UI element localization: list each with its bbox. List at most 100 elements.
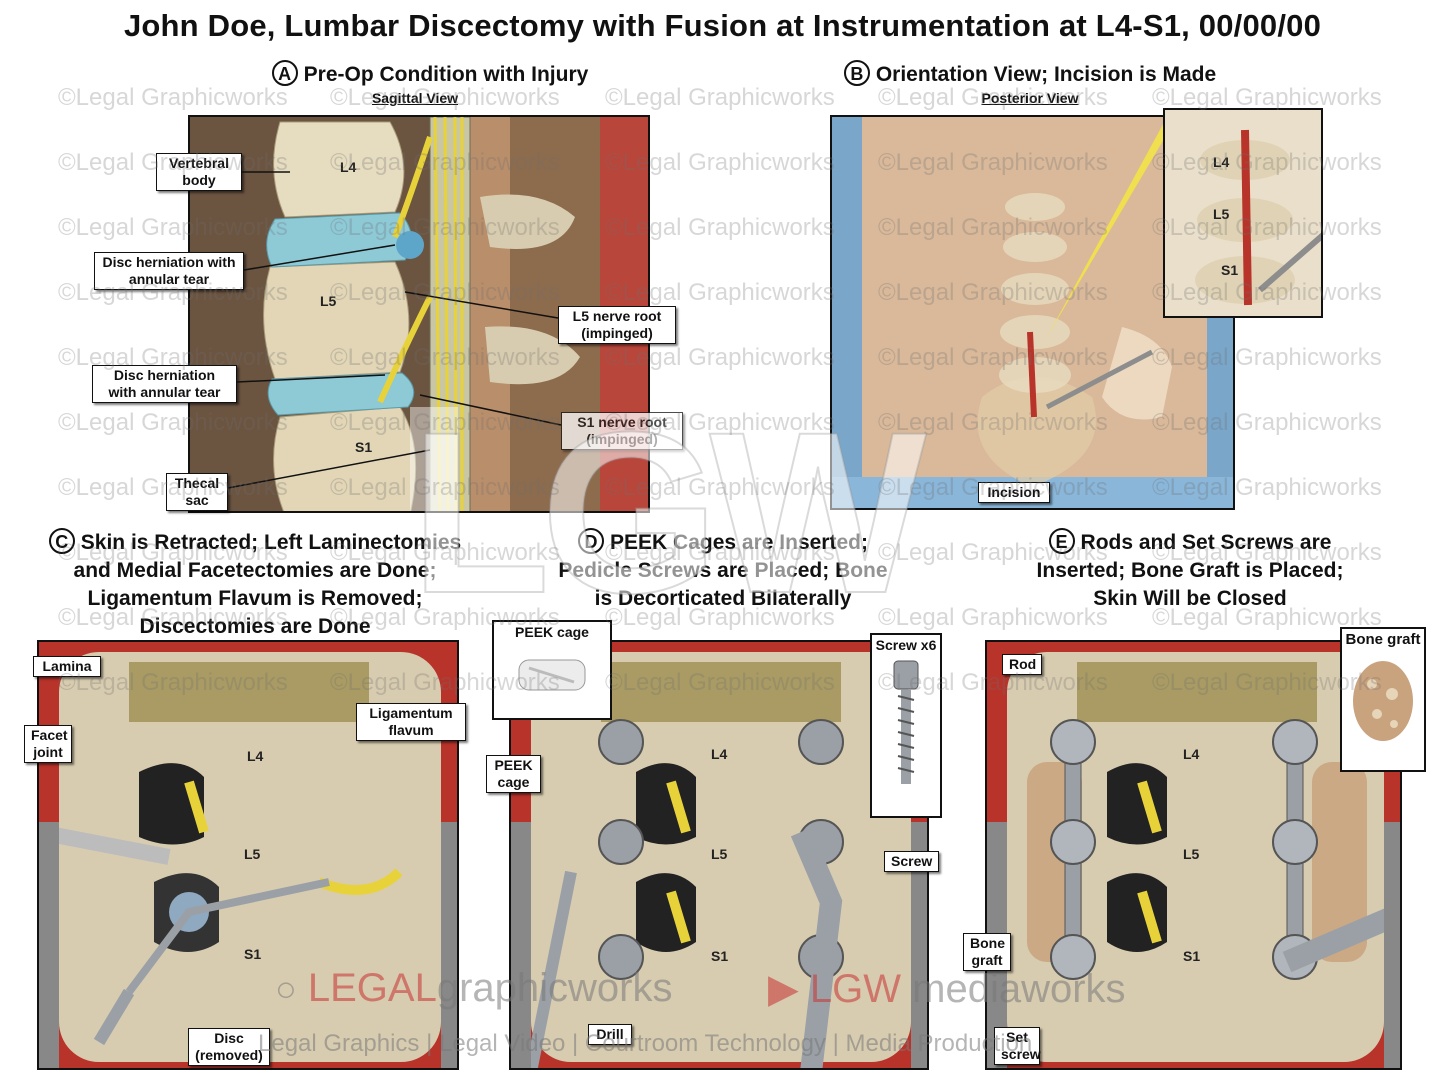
panel-e-letter: E <box>1048 528 1075 554</box>
e-level-l5: L5 <box>1183 846 1200 862</box>
watermark-text: ©Legal Graphicworks <box>878 149 1108 176</box>
label-peek-cage: PEEK cage <box>486 755 541 793</box>
logo-magnifier-icon: ○ <box>275 968 297 1009</box>
watermark-text: ©Legal Graphicworks <box>330 279 560 306</box>
panel-e-heading-line1: Rods and Set Screws are <box>1080 531 1332 554</box>
watermark-text: ©Legal Graphicworks <box>58 279 288 306</box>
watermark-text: ©Legal Graphicworks <box>330 84 560 111</box>
watermark-text: ©Legal Graphicworks <box>878 344 1108 371</box>
panel-a-heading-text: Pre-Op Condition with Injury <box>303 63 589 86</box>
peek-cage-icon <box>518 659 586 691</box>
panel-a-subheading: Sagittal View <box>371 90 459 106</box>
label-disc-herniation-lower: Disc herniation with annular tear <box>92 365 237 403</box>
watermark-text: ©Legal Graphicworks <box>58 84 288 111</box>
watermark-text: ©Legal Graphicworks <box>878 279 1108 306</box>
watermark-text: ©Legal Graphicworks <box>878 539 1108 566</box>
label-ligamentum-flavum: Ligamentum flavum <box>356 703 466 741</box>
panel-d-surgical-illustration: L4 L5 S1 <box>509 640 929 1070</box>
watermark-text: ©Legal Graphicworks <box>58 149 288 176</box>
panel-d-heading-line1: PEEK Cages are Inserted; <box>610 531 868 554</box>
watermark-text: ©Legal Graphicworks <box>605 149 835 176</box>
panel-c-heading-line3: Ligamentum Flavum is Removed; <box>87 587 423 610</box>
footer-logo-legal-graphicworks: ○ LEGALgraphicworks <box>275 966 673 1011</box>
watermark-text: ©Legal Graphicworks <box>878 669 1108 696</box>
incision-zoom-drawing <box>1165 110 1321 316</box>
panel-d-letter: D <box>578 528 605 554</box>
watermark-text: ©Legal Graphicworks <box>330 474 560 501</box>
watermark-text: ©Legal Graphicworks <box>58 669 288 696</box>
watermark-text: ©Legal Graphicworks <box>58 344 288 371</box>
label-facet-joint: Facet joint <box>24 725 72 763</box>
logo-mediaworks-text: mediaworks <box>912 967 1126 1011</box>
watermark-text: ©Legal Graphicworks <box>330 214 560 241</box>
label-disc-herniation-upper: Disc herniation with annular tear <box>94 252 244 290</box>
watermark-text: ©Legal Graphicworks <box>1152 279 1382 306</box>
watermark-text: ©Legal Graphicworks <box>330 409 560 436</box>
watermark-text: ©Legal Graphicworks <box>1152 669 1382 696</box>
label-incision: Incision <box>978 482 1050 503</box>
watermark-text: ©Legal Graphicworks <box>605 539 835 566</box>
panel-c-heading-line4: Discectomies are Done <box>139 615 371 638</box>
pedicle-screw-icon <box>893 660 919 784</box>
watermark-text: ©Legal Graphicworks <box>878 214 1108 241</box>
inset-peek-cage-label: PEEK cage <box>515 624 589 640</box>
footer-tagline: Legal Graphics | Legal Video | Courtroom… <box>258 1030 1033 1057</box>
watermark-text: ©Legal Graphicworks <box>58 214 288 241</box>
level-l4-label: L4 <box>340 159 357 175</box>
bone-graft-inset: Bone graft <box>1340 627 1426 772</box>
footer-logo-lgw-mediaworks: ▶ LGW mediaworks <box>768 966 1126 1012</box>
watermark-text: ©Legal Graphicworks <box>1152 604 1382 631</box>
label-bone-graft: Bone graft <box>963 933 1011 971</box>
logo-lgw-text: LGW <box>809 967 902 1011</box>
c-level-l4: L4 <box>247 748 264 764</box>
logo-legal-text: LEGAL <box>307 966 437 1010</box>
panel-d-heading-line3: is Decorticated Bilaterally <box>594 587 852 610</box>
inset-screw-label: Screw x6 <box>875 637 937 653</box>
d-level-l5: L5 <box>711 846 728 862</box>
inset-bone-graft-label: Bone graft <box>1345 631 1421 648</box>
watermark-text: ©Legal Graphicworks <box>1152 214 1382 241</box>
panel-e-surgical-illustration: L4 L5 S1 <box>985 640 1402 1070</box>
panel-d-heading-line2: Pedicle Screws are Placed; Bone <box>558 559 888 582</box>
level-s1-label: S1 <box>355 439 373 455</box>
panel-c-heading-line2: and Medial Facetectomies are Done; <box>73 559 437 582</box>
panel-e-heading-line3: Skin Will be Closed <box>1093 587 1287 610</box>
label-l5-nerve-root: L5 nerve root (impinged) <box>558 306 676 344</box>
d-level-l4: L4 <box>711 746 728 762</box>
watermark-text: ©Legal Graphicworks <box>605 474 835 501</box>
logo-play-icon: ▶ <box>768 967 799 1011</box>
label-drill: Drill <box>588 1024 632 1045</box>
label-vertebral-body: Vertebral body <box>156 153 242 191</box>
watermark-text: ©Legal Graphicworks <box>605 214 835 241</box>
panel-b-heading-text: Orientation View; Incision is Made <box>875 63 1217 86</box>
panel-b-zoom-inset: L4 L5 S1 <box>1163 108 1323 318</box>
panel-c-heading-line1: Skin is Retracted; Left Laminectomies <box>80 531 462 554</box>
panel-c-letter: C <box>48 528 75 554</box>
e-level-l4: L4 <box>1183 746 1200 762</box>
watermark-text: ©Legal Graphicworks <box>330 344 560 371</box>
rod-placement-drawing <box>987 642 1400 1068</box>
watermark-text: ©Legal Graphicworks <box>330 539 560 566</box>
watermark-text: ©Legal Graphicworks <box>605 84 835 111</box>
panel-b-subheading: Posterior View <box>981 90 1079 106</box>
screw-inset: Screw x6 <box>870 633 942 818</box>
panel-e-heading-line2: Inserted; Bone Graft is Placed; <box>1036 559 1344 582</box>
watermark-text: ©Legal Graphicworks <box>605 279 835 306</box>
logo-graphicworks-text: graphicworks <box>436 966 673 1010</box>
watermark-text: ©Legal Graphicworks <box>605 344 835 371</box>
label-screw: Screw <box>884 851 939 872</box>
peek-cage-drawing <box>511 642 927 1068</box>
inset-level-s1: S1 <box>1221 262 1239 278</box>
inset-level-l5: L5 <box>1213 206 1230 222</box>
watermark-text: ©Legal Graphicworks <box>605 409 835 436</box>
label-rod: Rod <box>1002 654 1042 675</box>
watermark-text: ©Legal Graphicworks <box>58 474 288 501</box>
watermark-text: ©Legal Graphicworks <box>1152 344 1382 371</box>
watermark-text: ©Legal Graphicworks <box>58 604 288 631</box>
